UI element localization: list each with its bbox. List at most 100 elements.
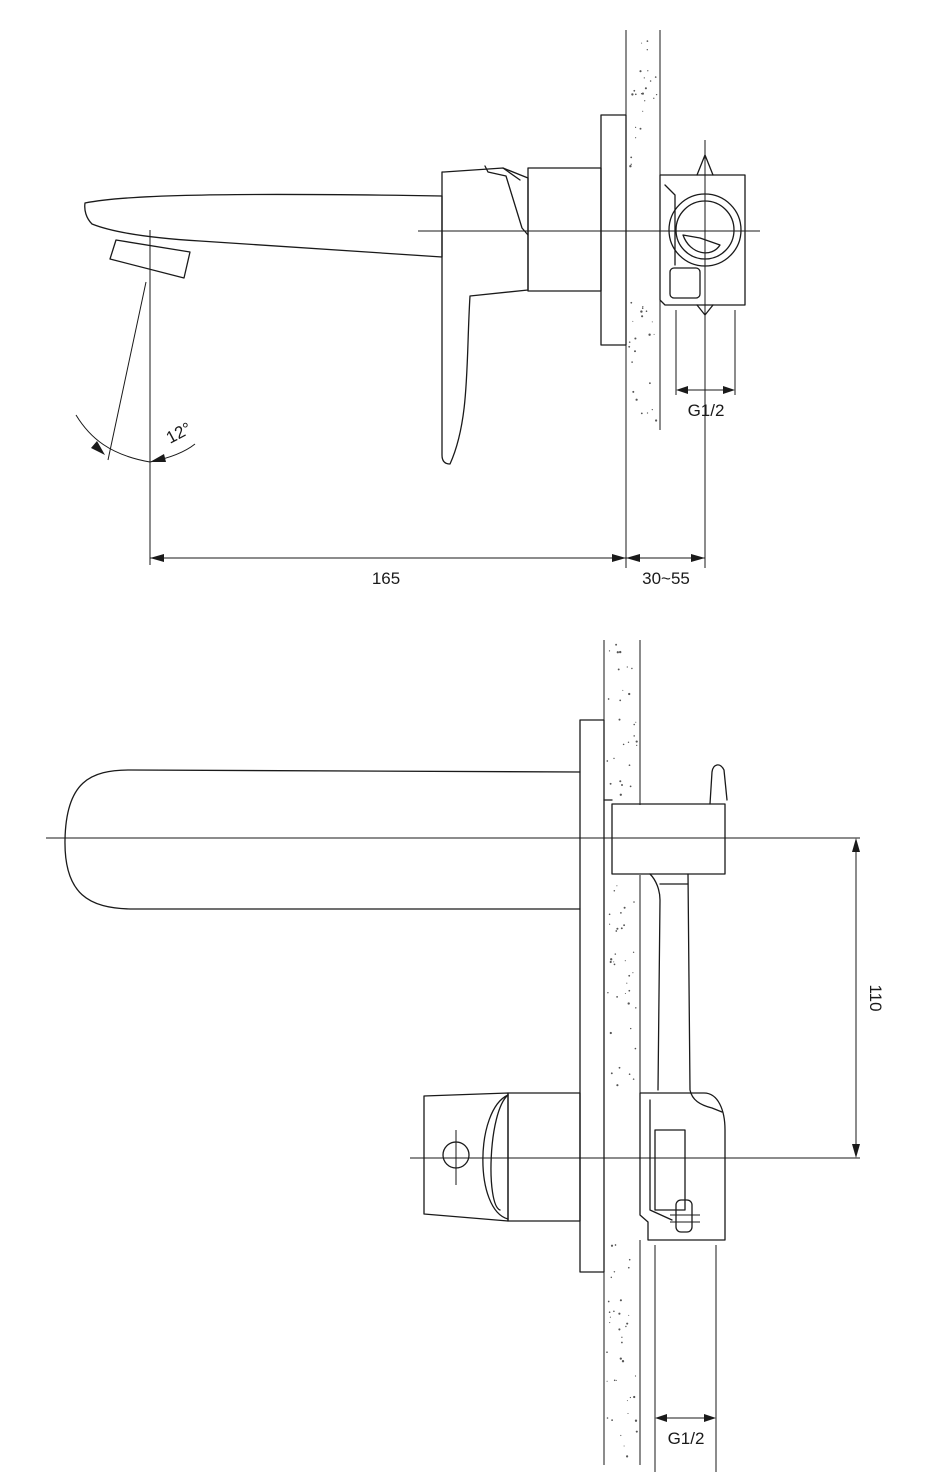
concrete-speck — [620, 912, 622, 914]
concrete-speck — [620, 1434, 622, 1437]
concrete-speck — [627, 1266, 630, 1269]
concrete-speck — [633, 89, 636, 92]
concrete-speck — [651, 409, 653, 411]
concrete-speck — [609, 923, 611, 925]
concrete-speck — [651, 321, 653, 323]
concrete-speck — [630, 163, 632, 165]
concrete-speck — [607, 992, 609, 994]
concrete-speck — [642, 306, 644, 308]
angle-label: 12° — [163, 419, 195, 448]
concrete-speck — [649, 382, 651, 385]
wall-plate-bottom — [579, 719, 605, 1273]
concrete-speck — [624, 992, 626, 995]
wall-plate-top — [600, 114, 627, 346]
concrete-speck — [620, 927, 623, 930]
concrete-speck — [646, 412, 649, 414]
concrete-speck — [640, 310, 643, 313]
concrete-speck — [622, 743, 625, 746]
concrete-speck — [609, 1316, 611, 1318]
concrete-speck — [628, 1314, 630, 1316]
reach-label: 165 — [372, 569, 400, 588]
concrete-speck — [634, 1375, 637, 1377]
concrete-speck — [626, 1322, 629, 1325]
concrete-speck — [624, 960, 626, 962]
concrete-speck — [629, 785, 632, 788]
concrete-speck — [649, 80, 652, 82]
concrete-speck — [613, 889, 616, 892]
concrete-speck — [618, 1312, 621, 1315]
concrete-speck — [632, 972, 634, 974]
concrete-speck — [640, 412, 643, 415]
concrete-speck — [630, 156, 633, 159]
concrete-speck — [626, 982, 628, 984]
wall-section-bottom — [603, 640, 641, 1465]
concrete-speck — [619, 1299, 622, 1302]
concrete-speck — [613, 963, 616, 966]
connection-label-bottom: G1/2 — [668, 1429, 705, 1448]
concrete-speck — [619, 1357, 622, 1360]
concrete-speck — [609, 782, 612, 785]
concrete-speck — [629, 1396, 632, 1399]
spout-mount — [611, 803, 726, 875]
concrete-speck — [641, 92, 644, 95]
concrete-speck — [628, 345, 631, 348]
concrete-speck — [615, 1379, 617, 1381]
concrete-speck — [655, 93, 658, 96]
concrete-speck — [647, 70, 649, 72]
concrete-speck — [623, 906, 626, 909]
concrete-speck — [636, 744, 638, 747]
concrete-speck — [608, 1311, 611, 1313]
aerator — [109, 239, 191, 279]
concrete-speck — [634, 1047, 637, 1050]
concrete-speck — [628, 1073, 631, 1076]
concrete-speck — [626, 666, 628, 668]
concrete-speck — [613, 1379, 616, 1382]
concrete-speck — [633, 723, 635, 726]
concrete-speck — [635, 740, 638, 743]
concrete-speck — [629, 165, 632, 168]
concrete-speck — [642, 110, 644, 112]
concrete-speck — [613, 961, 615, 963]
concrete-speck — [632, 320, 634, 322]
concrete-speck — [613, 757, 615, 760]
concrete-speck — [631, 667, 633, 670]
concrete-speck — [619, 650, 622, 654]
concrete-speck — [606, 760, 609, 762]
concrete-speck — [648, 333, 651, 336]
concrete-speck — [628, 1258, 631, 1261]
concrete-speck — [653, 333, 655, 335]
concrete-speck — [635, 398, 638, 401]
concrete-speck — [635, 1007, 637, 1009]
concrete-speck — [632, 390, 635, 393]
concrete-speck — [635, 137, 637, 139]
concrete-speck — [618, 718, 621, 721]
valve-body-bottom — [639, 1092, 726, 1241]
concrete-speck — [632, 1078, 635, 1080]
concrete-speck — [616, 927, 619, 930]
concrete-speck — [643, 77, 645, 79]
concrete-speck — [632, 951, 635, 953]
concrete-speck — [616, 885, 618, 887]
axis-distance-label: 110 — [866, 984, 885, 1011]
concrete-speck — [625, 1325, 627, 1328]
concrete-speck — [611, 1419, 613, 1421]
concrete-speck — [634, 1419, 638, 1422]
concrete-speck — [618, 1328, 621, 1331]
concrete-speck — [621, 1336, 623, 1338]
concrete-speck — [646, 40, 649, 42]
concrete-speck — [608, 913, 611, 916]
concrete-speck — [633, 901, 635, 903]
concrete-speck — [645, 310, 648, 312]
concrete-speck — [615, 643, 618, 646]
side-view: G1/2 12° 165 30~55 — [75, 30, 760, 588]
concrete-speck — [631, 361, 633, 363]
concrete-speck — [630, 301, 633, 304]
concrete-speck — [628, 989, 631, 992]
concrete-speck — [641, 42, 643, 44]
concrete-speck — [622, 689, 624, 691]
valve-box-top — [659, 154, 746, 316]
concrete-speck — [634, 93, 637, 96]
concrete-speck — [617, 668, 620, 671]
concrete-speck — [641, 307, 644, 310]
